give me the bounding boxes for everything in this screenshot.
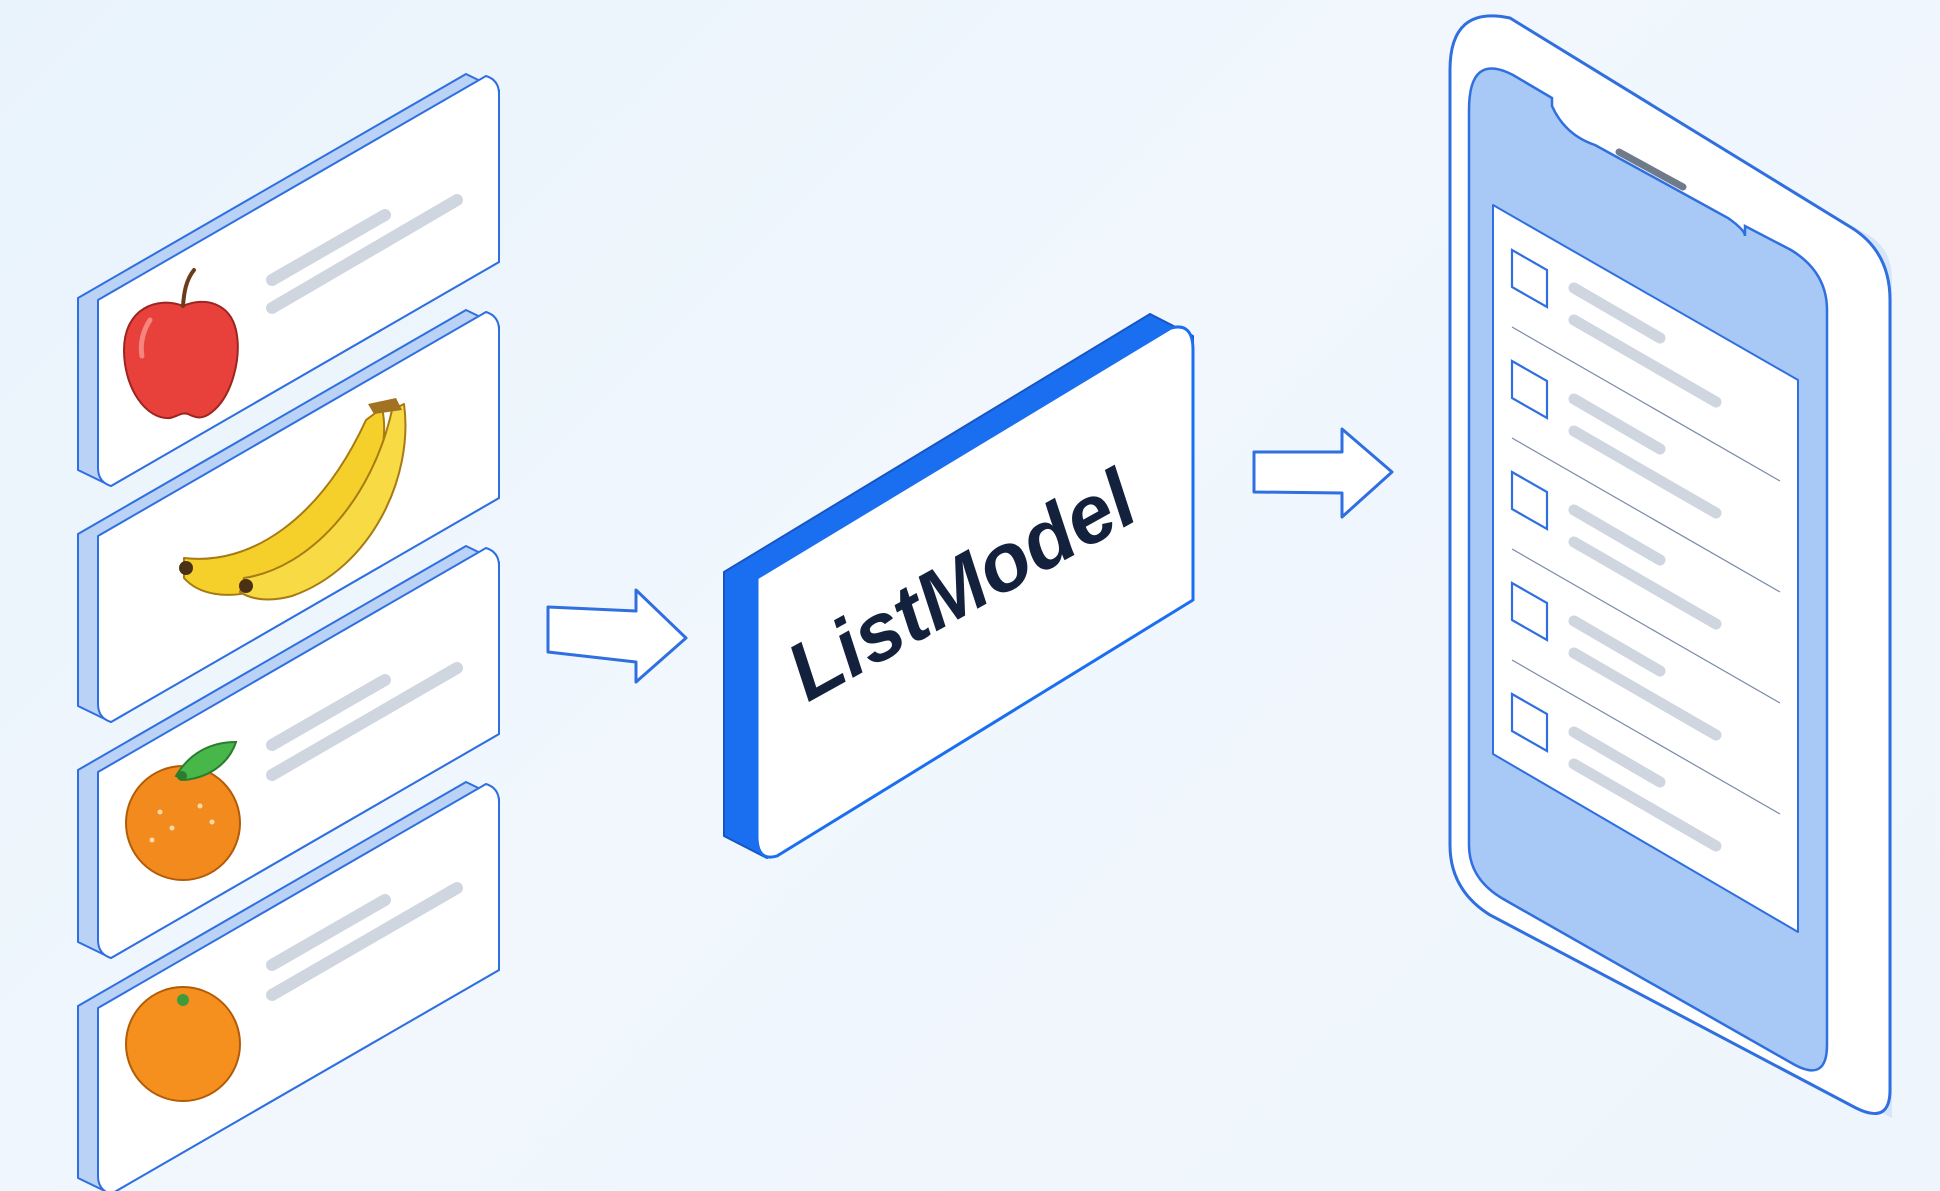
- phone-speaker: [1615, 148, 1687, 191]
- orange-icon: [125, 986, 241, 1102]
- placeholder-line: [266, 662, 463, 781]
- phone-list-row: [1510, 692, 1722, 852]
- phone-list-row: [1510, 581, 1781, 815]
- source-card-apple: [77, 73, 500, 487]
- apple-icon: [122, 268, 239, 420]
- phone-device: [1448, 14, 1892, 1118]
- source-card-orange: [77, 545, 500, 959]
- source-card-orange-2: [77, 781, 500, 1191]
- placeholder-line: [266, 209, 391, 286]
- placeholder-line: [266, 674, 391, 751]
- phone-list-row: [1510, 470, 1781, 704]
- placeholder-line: [266, 882, 463, 1001]
- phone-list-row: [1510, 248, 1781, 482]
- orange-icon: [125, 740, 241, 881]
- source-card-banana: [77, 309, 500, 723]
- placeholder-line: [266, 194, 463, 314]
- phone-list: [1510, 248, 1781, 852]
- placeholder-line: [266, 894, 391, 971]
- phone-list-row: [1510, 359, 1781, 593]
- arrow-right-icon: [546, 588, 688, 684]
- banana-icon: [179, 398, 407, 601]
- arrow-right-icon: [1252, 427, 1394, 519]
- list-model-block: ListModel: [723, 313, 1195, 859]
